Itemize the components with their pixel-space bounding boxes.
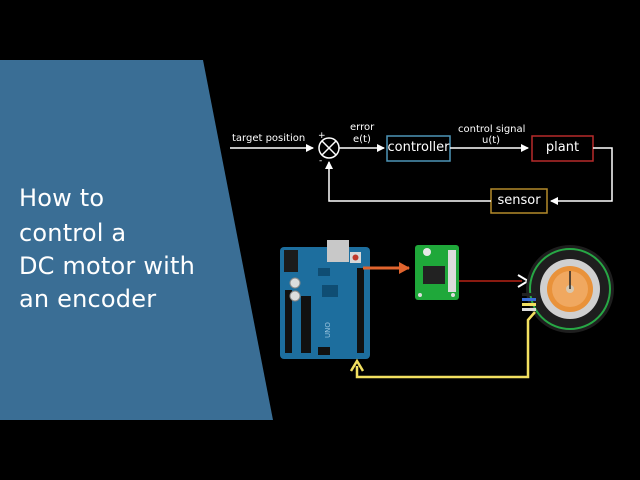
title-line-4: an encoder	[19, 285, 157, 313]
svg-text:UNO: UNO	[324, 322, 332, 338]
plant-label: plant	[545, 140, 580, 155]
summing-junction	[318, 137, 340, 159]
encoder-feedback-arrowhead	[349, 358, 365, 372]
title-panel	[0, 60, 273, 420]
title-line-3: DC motor with	[19, 252, 196, 280]
motor-encoder	[522, 245, 614, 333]
motor-driver-board	[415, 245, 459, 300]
title-line-2: control a	[19, 219, 127, 247]
control-signal-label: control signal	[458, 124, 526, 135]
control-function-label: u(t)	[482, 135, 501, 146]
error-function-label: e(t)	[353, 134, 371, 145]
controller-label: controller	[387, 140, 450, 155]
encoder-feedback-line	[355, 311, 536, 379]
error-label: error	[350, 122, 375, 133]
junction-plus-sign: +	[318, 131, 326, 141]
plant-output-line	[550, 147, 613, 205]
sensor-label: sensor	[497, 193, 541, 208]
target-position-label: target position	[232, 133, 306, 144]
arduino-board: UNO	[280, 240, 370, 359]
title-line-1: How to	[19, 184, 105, 212]
feedback-line	[325, 161, 491, 202]
junction-minus-sign: -	[319, 156, 323, 166]
